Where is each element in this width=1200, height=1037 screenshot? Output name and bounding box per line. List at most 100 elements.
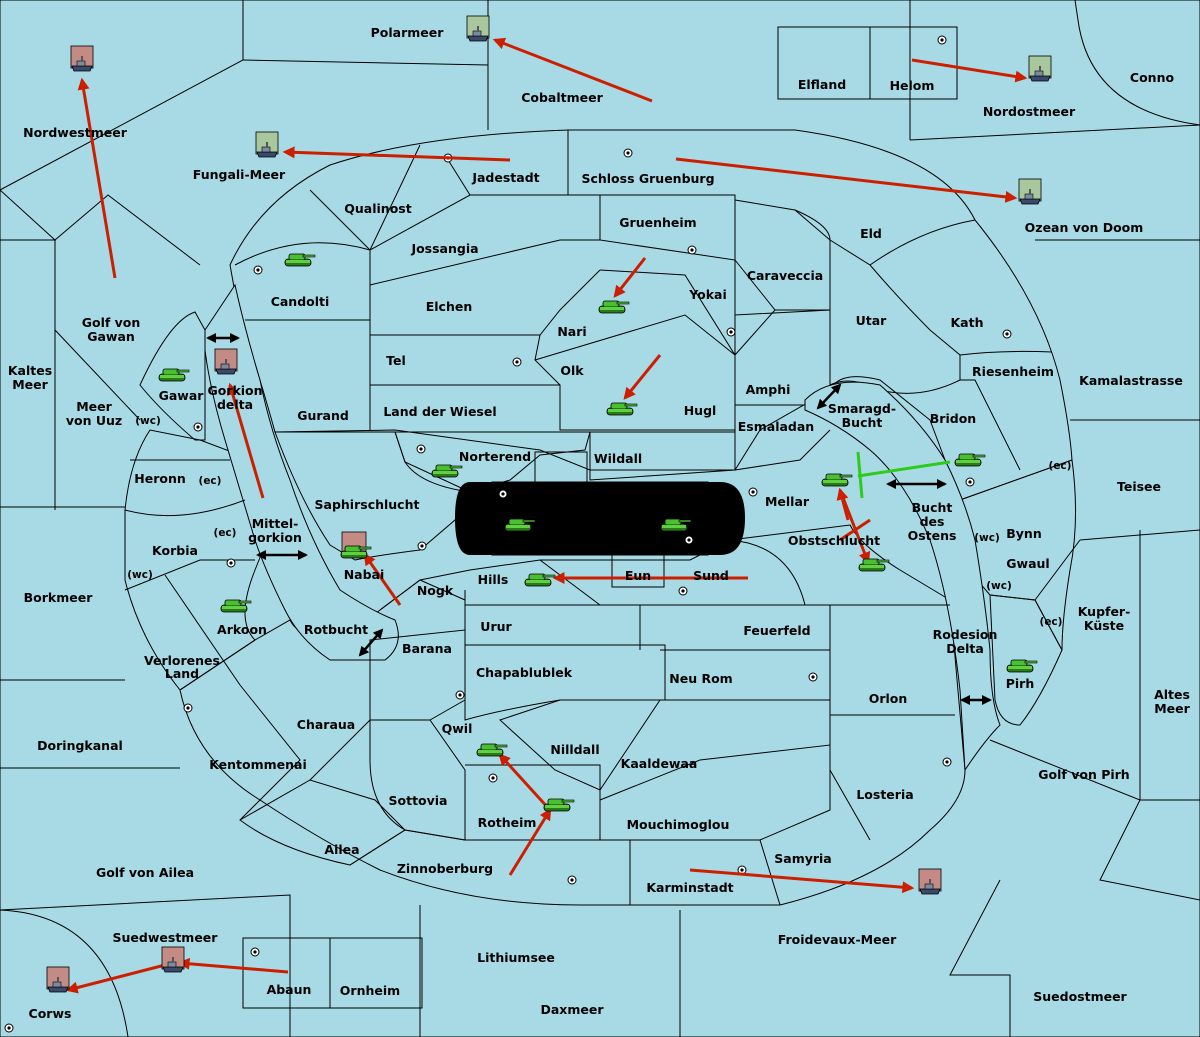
label-helom: Helom bbox=[890, 78, 935, 93]
label-sund: Sund bbox=[693, 568, 729, 583]
label-smaragd-2: Bucht bbox=[842, 415, 883, 430]
fleet-ship-icon bbox=[466, 15, 490, 42]
label-bucht-ostens-2: des bbox=[920, 514, 945, 529]
tank-army-icon bbox=[524, 573, 556, 587]
fleet-ship-icon bbox=[70, 45, 94, 72]
label-eld: Eld bbox=[860, 226, 882, 241]
label-conno: Conno bbox=[1130, 70, 1175, 85]
label-elfland: Elfland bbox=[798, 77, 846, 92]
label-polarmeer: Polarmeer bbox=[371, 25, 445, 40]
label-cobaltmeer: Cobaltmeer bbox=[521, 90, 603, 105]
label-kupfer-2: Küste bbox=[1084, 618, 1124, 633]
label-urur: Urur bbox=[480, 619, 512, 634]
label-mittel-2: gorkion bbox=[248, 530, 302, 545]
label-golf-gawan-1: Golf von bbox=[82, 315, 141, 330]
tank-army-icon bbox=[504, 518, 536, 532]
tank-army-icon bbox=[821, 473, 853, 487]
label-coast-wc: (wc) bbox=[127, 569, 153, 581]
label-gorkion-1: Gorkion bbox=[207, 383, 262, 398]
tank-army-icon bbox=[476, 743, 508, 757]
label-verlorenes-2: Land bbox=[165, 666, 199, 681]
label-bucht-ostens-1: Bucht bbox=[912, 500, 953, 515]
land-labels: Elfland Helom Jadestadt Schloss Gruenbur… bbox=[134, 77, 1054, 998]
label-daxmeer: Daxmeer bbox=[540, 1002, 604, 1017]
label-verlorenes-1: Verlorenes bbox=[144, 653, 220, 668]
label-nari: Nari bbox=[557, 324, 586, 339]
fleet-ship-icon bbox=[255, 131, 279, 158]
label-bynn: Bynn bbox=[1006, 526, 1041, 541]
fleet-ship-icon bbox=[214, 348, 238, 375]
label-nilldall: Nilldall bbox=[550, 742, 599, 757]
label-golf-pirh: Golf von Pirh bbox=[1038, 767, 1129, 782]
tank-army-icon bbox=[1006, 659, 1038, 673]
conno-territory[interactable] bbox=[1074, 0, 1200, 126]
label-elchen: Elchen bbox=[426, 299, 473, 314]
sea-labels: Polarmeer Cobaltmeer Nordwestmeer Fungal… bbox=[8, 25, 1191, 1021]
label-skr: Skr bbox=[548, 487, 572, 502]
label-mouchi: Mouchimoglou bbox=[627, 817, 730, 832]
label-utar: Utar bbox=[856, 313, 888, 328]
label-bridon: Bridon bbox=[930, 411, 976, 426]
caraveccia-territory[interactable] bbox=[734, 199, 831, 316]
label-froidevaux: Froidevaux-Meer bbox=[778, 932, 897, 947]
label-gruenheim: Gruenheim bbox=[619, 215, 696, 230]
helom-territory[interactable] bbox=[869, 26, 958, 100]
label-zinnober: Zinnoberburg bbox=[397, 861, 493, 876]
utar-territory[interactable] bbox=[829, 239, 961, 394]
label-coast-ec: (ec) bbox=[199, 475, 222, 487]
mittelgorkion-sea[interactable] bbox=[204, 283, 399, 661]
label-gwaul: Gwaul bbox=[1006, 556, 1049, 571]
fleet-ship-icon bbox=[46, 966, 70, 993]
label-arkoon: Arkoon bbox=[217, 622, 267, 637]
skr-territory[interactable] bbox=[534, 451, 588, 505]
fleet-ship-icon bbox=[1028, 55, 1052, 82]
tank-army-icon bbox=[158, 368, 190, 382]
ailea-territory[interactable] bbox=[239, 779, 406, 866]
label-tel: Tel bbox=[386, 353, 406, 368]
label-chapa: Chapablublek bbox=[476, 665, 573, 680]
label-kaaldewaa: Kaaldewaa bbox=[621, 756, 698, 771]
label-amphi: Amphi bbox=[746, 382, 791, 397]
eun-territory[interactable] bbox=[611, 531, 665, 588]
label-lithiumsee: Lithiumsee bbox=[477, 950, 555, 965]
westberg-ostberg-grey[interactable] bbox=[491, 481, 709, 556]
label-charaua: Charaua bbox=[297, 717, 355, 732]
label-altes-1: Altes bbox=[1154, 687, 1190, 702]
label-jossangia: Jossangia bbox=[410, 241, 478, 256]
ornheim-territory[interactable] bbox=[329, 937, 423, 1009]
label-westberg: Westberg bbox=[503, 536, 571, 551]
tan-south-patches bbox=[369, 719, 466, 841]
label-borkmeer: Borkmeer bbox=[24, 590, 94, 605]
label-norterend: Norterend bbox=[459, 449, 531, 464]
pirh-grey[interactable] bbox=[989, 594, 1063, 726]
label-korbia: Korbia bbox=[152, 543, 198, 558]
label-kaltes-1: Kaltes bbox=[8, 363, 52, 378]
tank-army-icon bbox=[340, 545, 372, 559]
label-losteria: Losteria bbox=[856, 787, 913, 802]
label-golf-gawan-2: Gawan bbox=[87, 329, 135, 344]
label-nordwestmeer: Nordwestmeer bbox=[23, 125, 128, 140]
fleet-ship-icon bbox=[918, 868, 942, 895]
label-coast-wc: (wc) bbox=[986, 580, 1012, 592]
label-kentommenai: Kentommenai bbox=[209, 757, 307, 772]
adjacency-arrows bbox=[206, 333, 992, 705]
nilldall-territory[interactable] bbox=[499, 699, 661, 791]
label-saphir: Saphirschlucht bbox=[315, 497, 420, 512]
tank-army-icon bbox=[660, 518, 692, 532]
norterend-grey[interactable] bbox=[394, 431, 591, 493]
label-hugl: Hugl bbox=[684, 403, 717, 418]
label-samyria: Samyria bbox=[774, 851, 832, 866]
label-smaragd-1: Smaragd- bbox=[828, 401, 896, 416]
label-pirh: Pirh bbox=[1006, 676, 1035, 691]
label-gorkion-2: delta bbox=[217, 397, 253, 412]
label-teisee: Teisee bbox=[1117, 479, 1161, 494]
label-coast-wc: (wc) bbox=[974, 532, 1000, 544]
label-rodesion-2: Delta bbox=[946, 641, 984, 656]
label-altes-2: Meer bbox=[1154, 701, 1190, 716]
label-nordostmeer: Nordostmeer bbox=[983, 104, 1076, 119]
label-riesenheim: Riesenheim bbox=[972, 364, 1054, 379]
corws-territory[interactable] bbox=[0, 909, 129, 1037]
label-mittel-1: Mittel- bbox=[252, 516, 299, 531]
label-land-wiesel: Land der Wiesel bbox=[383, 404, 496, 419]
coast-labels: (wc) (ec) (ec) (wc) (ec) (wc) (wc) (ec) bbox=[127, 415, 1071, 628]
